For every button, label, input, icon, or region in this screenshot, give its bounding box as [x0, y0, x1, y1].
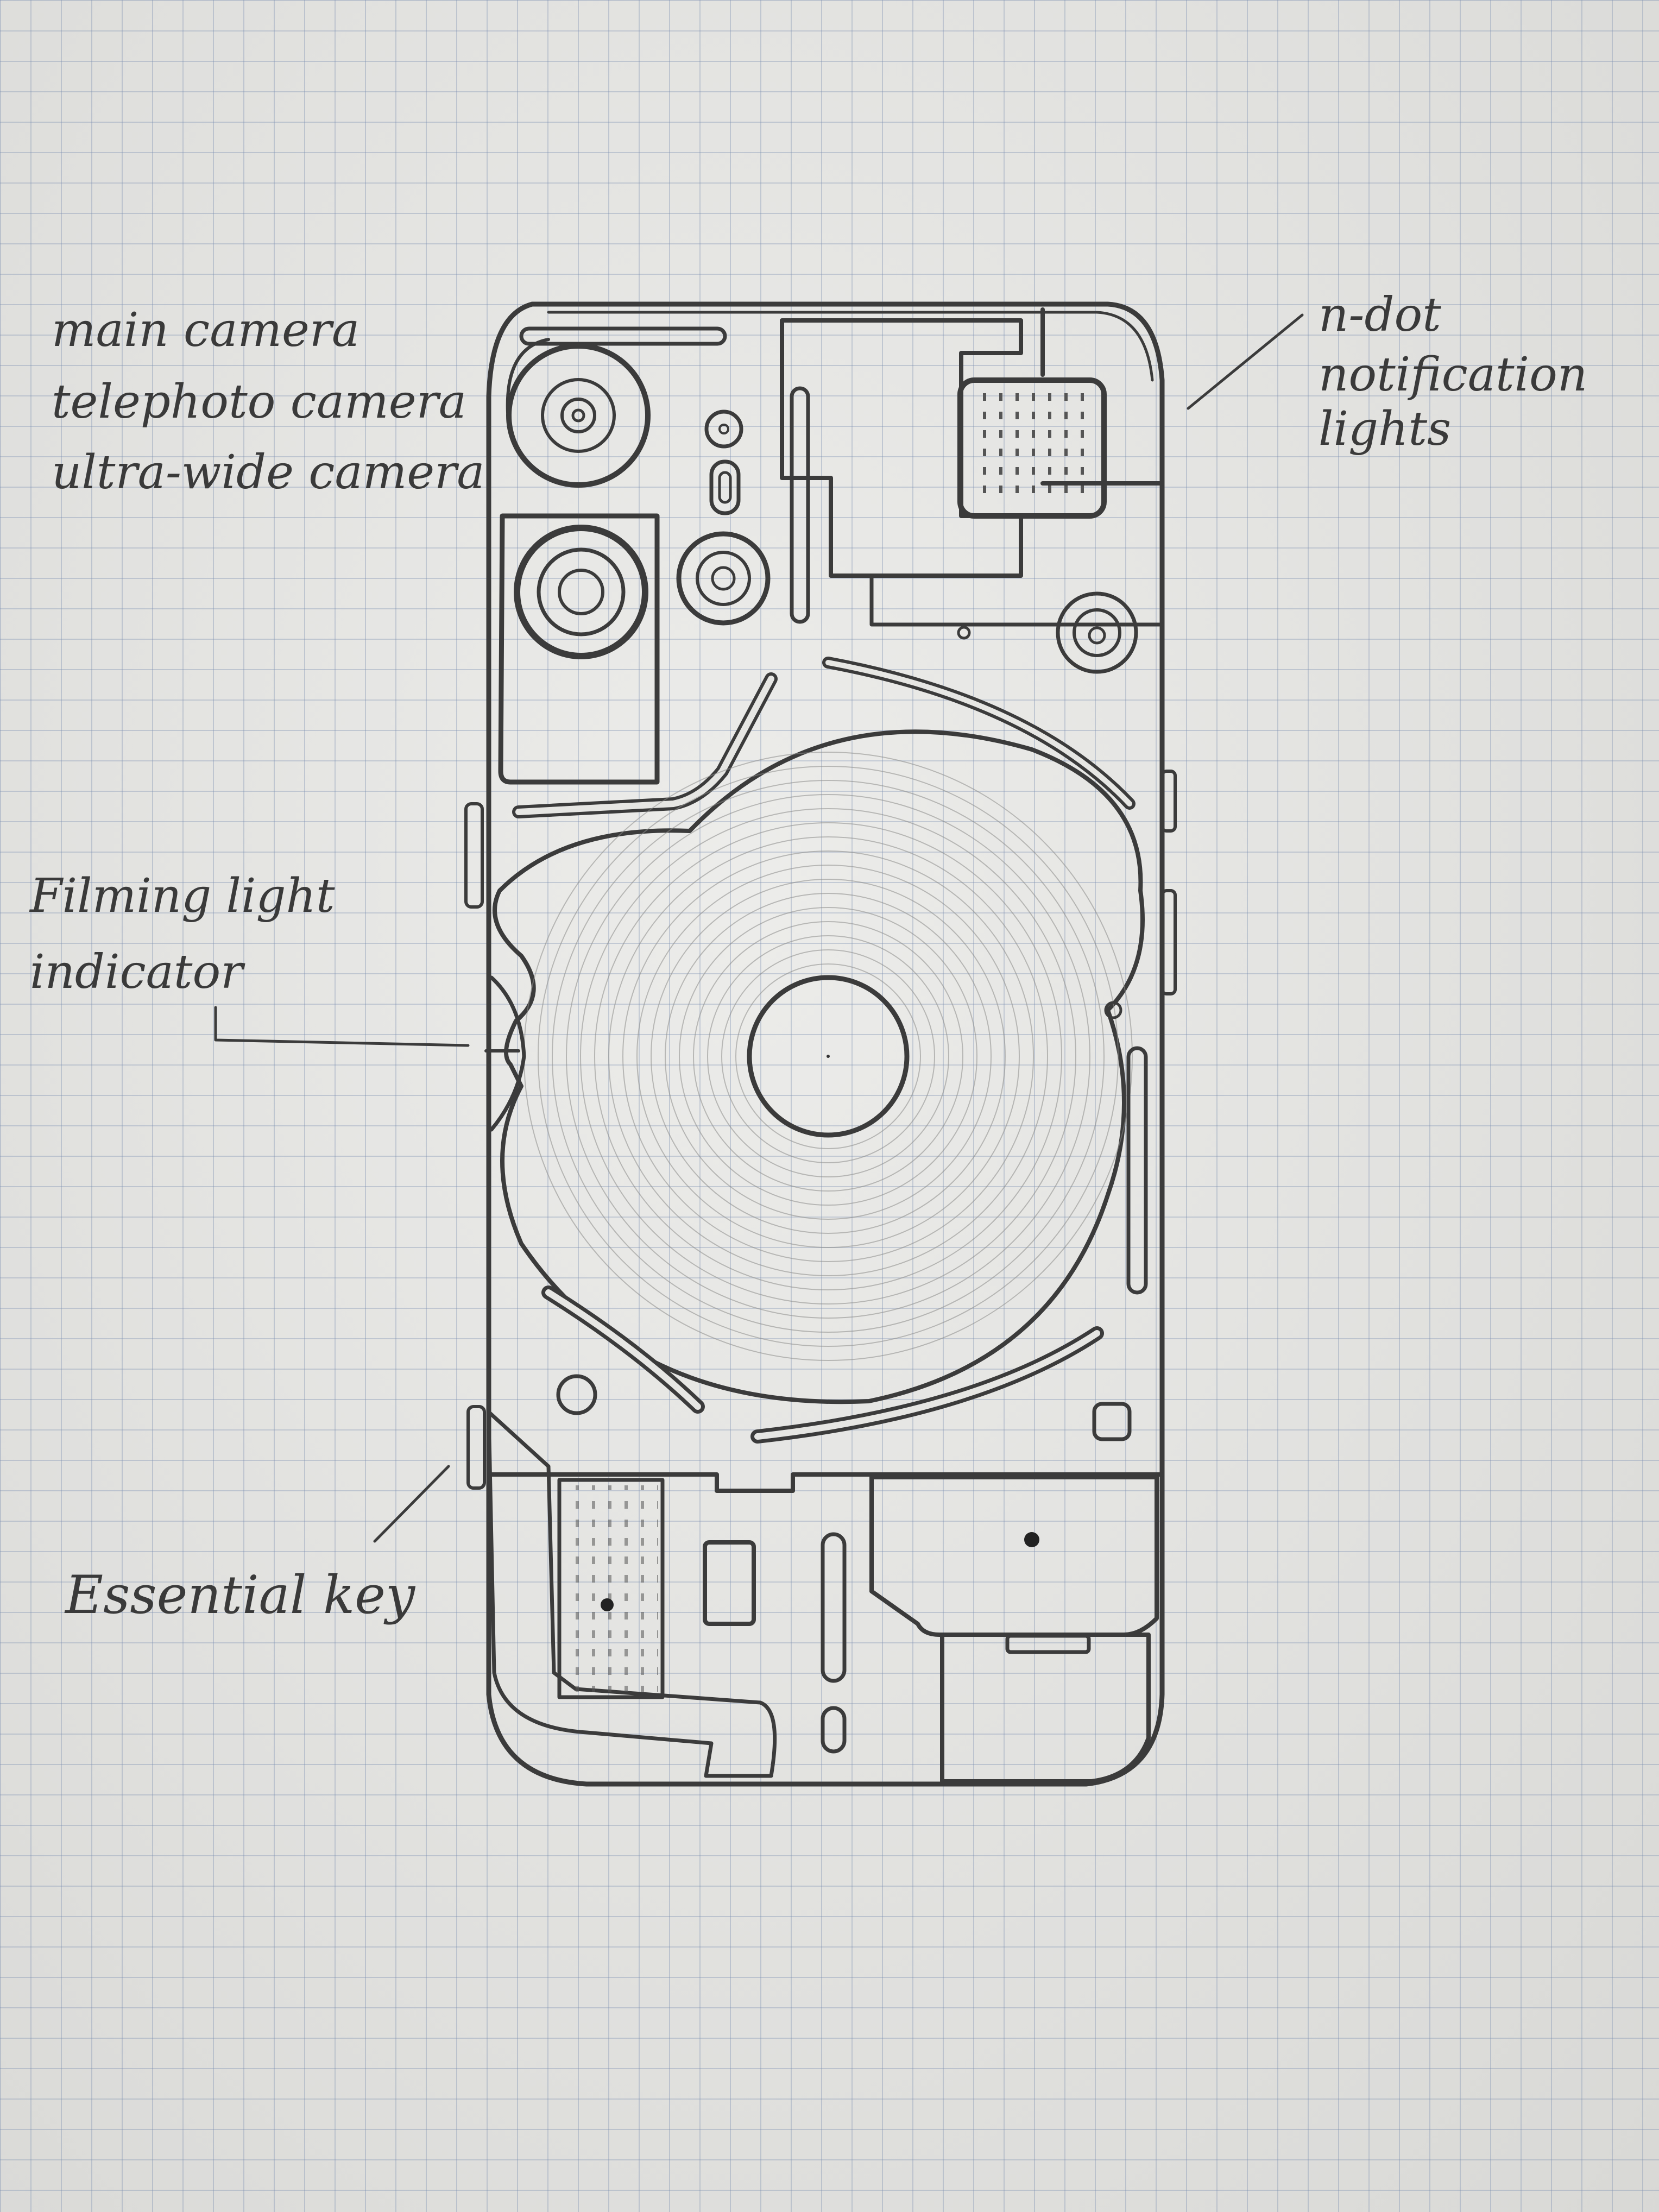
- ultra-wide-camera-lens: [676, 531, 771, 626]
- label-telephoto-camera: telephoto camera: [52, 375, 467, 429]
- label-essential-key: Essential key: [65, 1565, 415, 1625]
- side-button-left: [464, 802, 484, 909]
- essential-key-button: [466, 1405, 486, 1490]
- coil-ring: [693, 921, 963, 1192]
- n-dot-leader-line: [1187, 313, 1304, 410]
- coil-ring: [679, 907, 977, 1206]
- screw-dot: [556, 1374, 597, 1415]
- coil-ring: [651, 879, 1006, 1234]
- label-notification: notification: [1319, 348, 1588, 402]
- label-ultra-wide-camera: ultra-wide camera: [52, 445, 485, 500]
- microphone-grille: [1056, 591, 1138, 674]
- side-button-right-2: [1160, 889, 1177, 995]
- coil-ring: [552, 780, 1105, 1333]
- wireless-charging-coil: [493, 729, 1145, 1404]
- coil-ring: [622, 850, 1034, 1262]
- coil-ring: [721, 949, 935, 1163]
- coil-ring: [580, 808, 1076, 1304]
- phone-outline: [486, 301, 1165, 1787]
- label-n-dot: n-dot: [1319, 288, 1441, 342]
- coil-ring: [665, 893, 992, 1220]
- bottom-right-dark-block: [940, 1633, 1151, 1784]
- label-main-camera: main camera: [52, 303, 360, 357]
- sensor-dot: [704, 409, 743, 449]
- magnet-center: [747, 975, 910, 1138]
- label-indicator: indicator: [30, 945, 243, 999]
- essential-key-leader-line: [373, 1465, 450, 1543]
- flash: [709, 459, 741, 515]
- coil-ring: [538, 766, 1119, 1347]
- n-dot-notification-lights: [957, 377, 1107, 519]
- coil-ring: [594, 822, 1062, 1290]
- label-filming-light: Filming light: [30, 869, 335, 923]
- coil-ring: [735, 963, 921, 1149]
- bottom-right-panel: [869, 1475, 1159, 1637]
- coil-ring: [707, 935, 949, 1177]
- essential-key-ribbon: [487, 1410, 777, 1778]
- coil-ring: [608, 836, 1048, 1276]
- filming-light-indicator: [489, 975, 526, 1132]
- speaker-grille: [557, 1478, 665, 1699]
- coil-ring: [636, 865, 1020, 1248]
- filming-light-leader-line: [214, 1006, 470, 1047]
- side-button-right-1: [1160, 770, 1177, 833]
- telephoto-camera-module: [498, 513, 660, 785]
- label-lights: lights: [1319, 402, 1452, 456]
- main-camera-lens: [506, 343, 651, 488]
- coil-ring: [566, 794, 1090, 1319]
